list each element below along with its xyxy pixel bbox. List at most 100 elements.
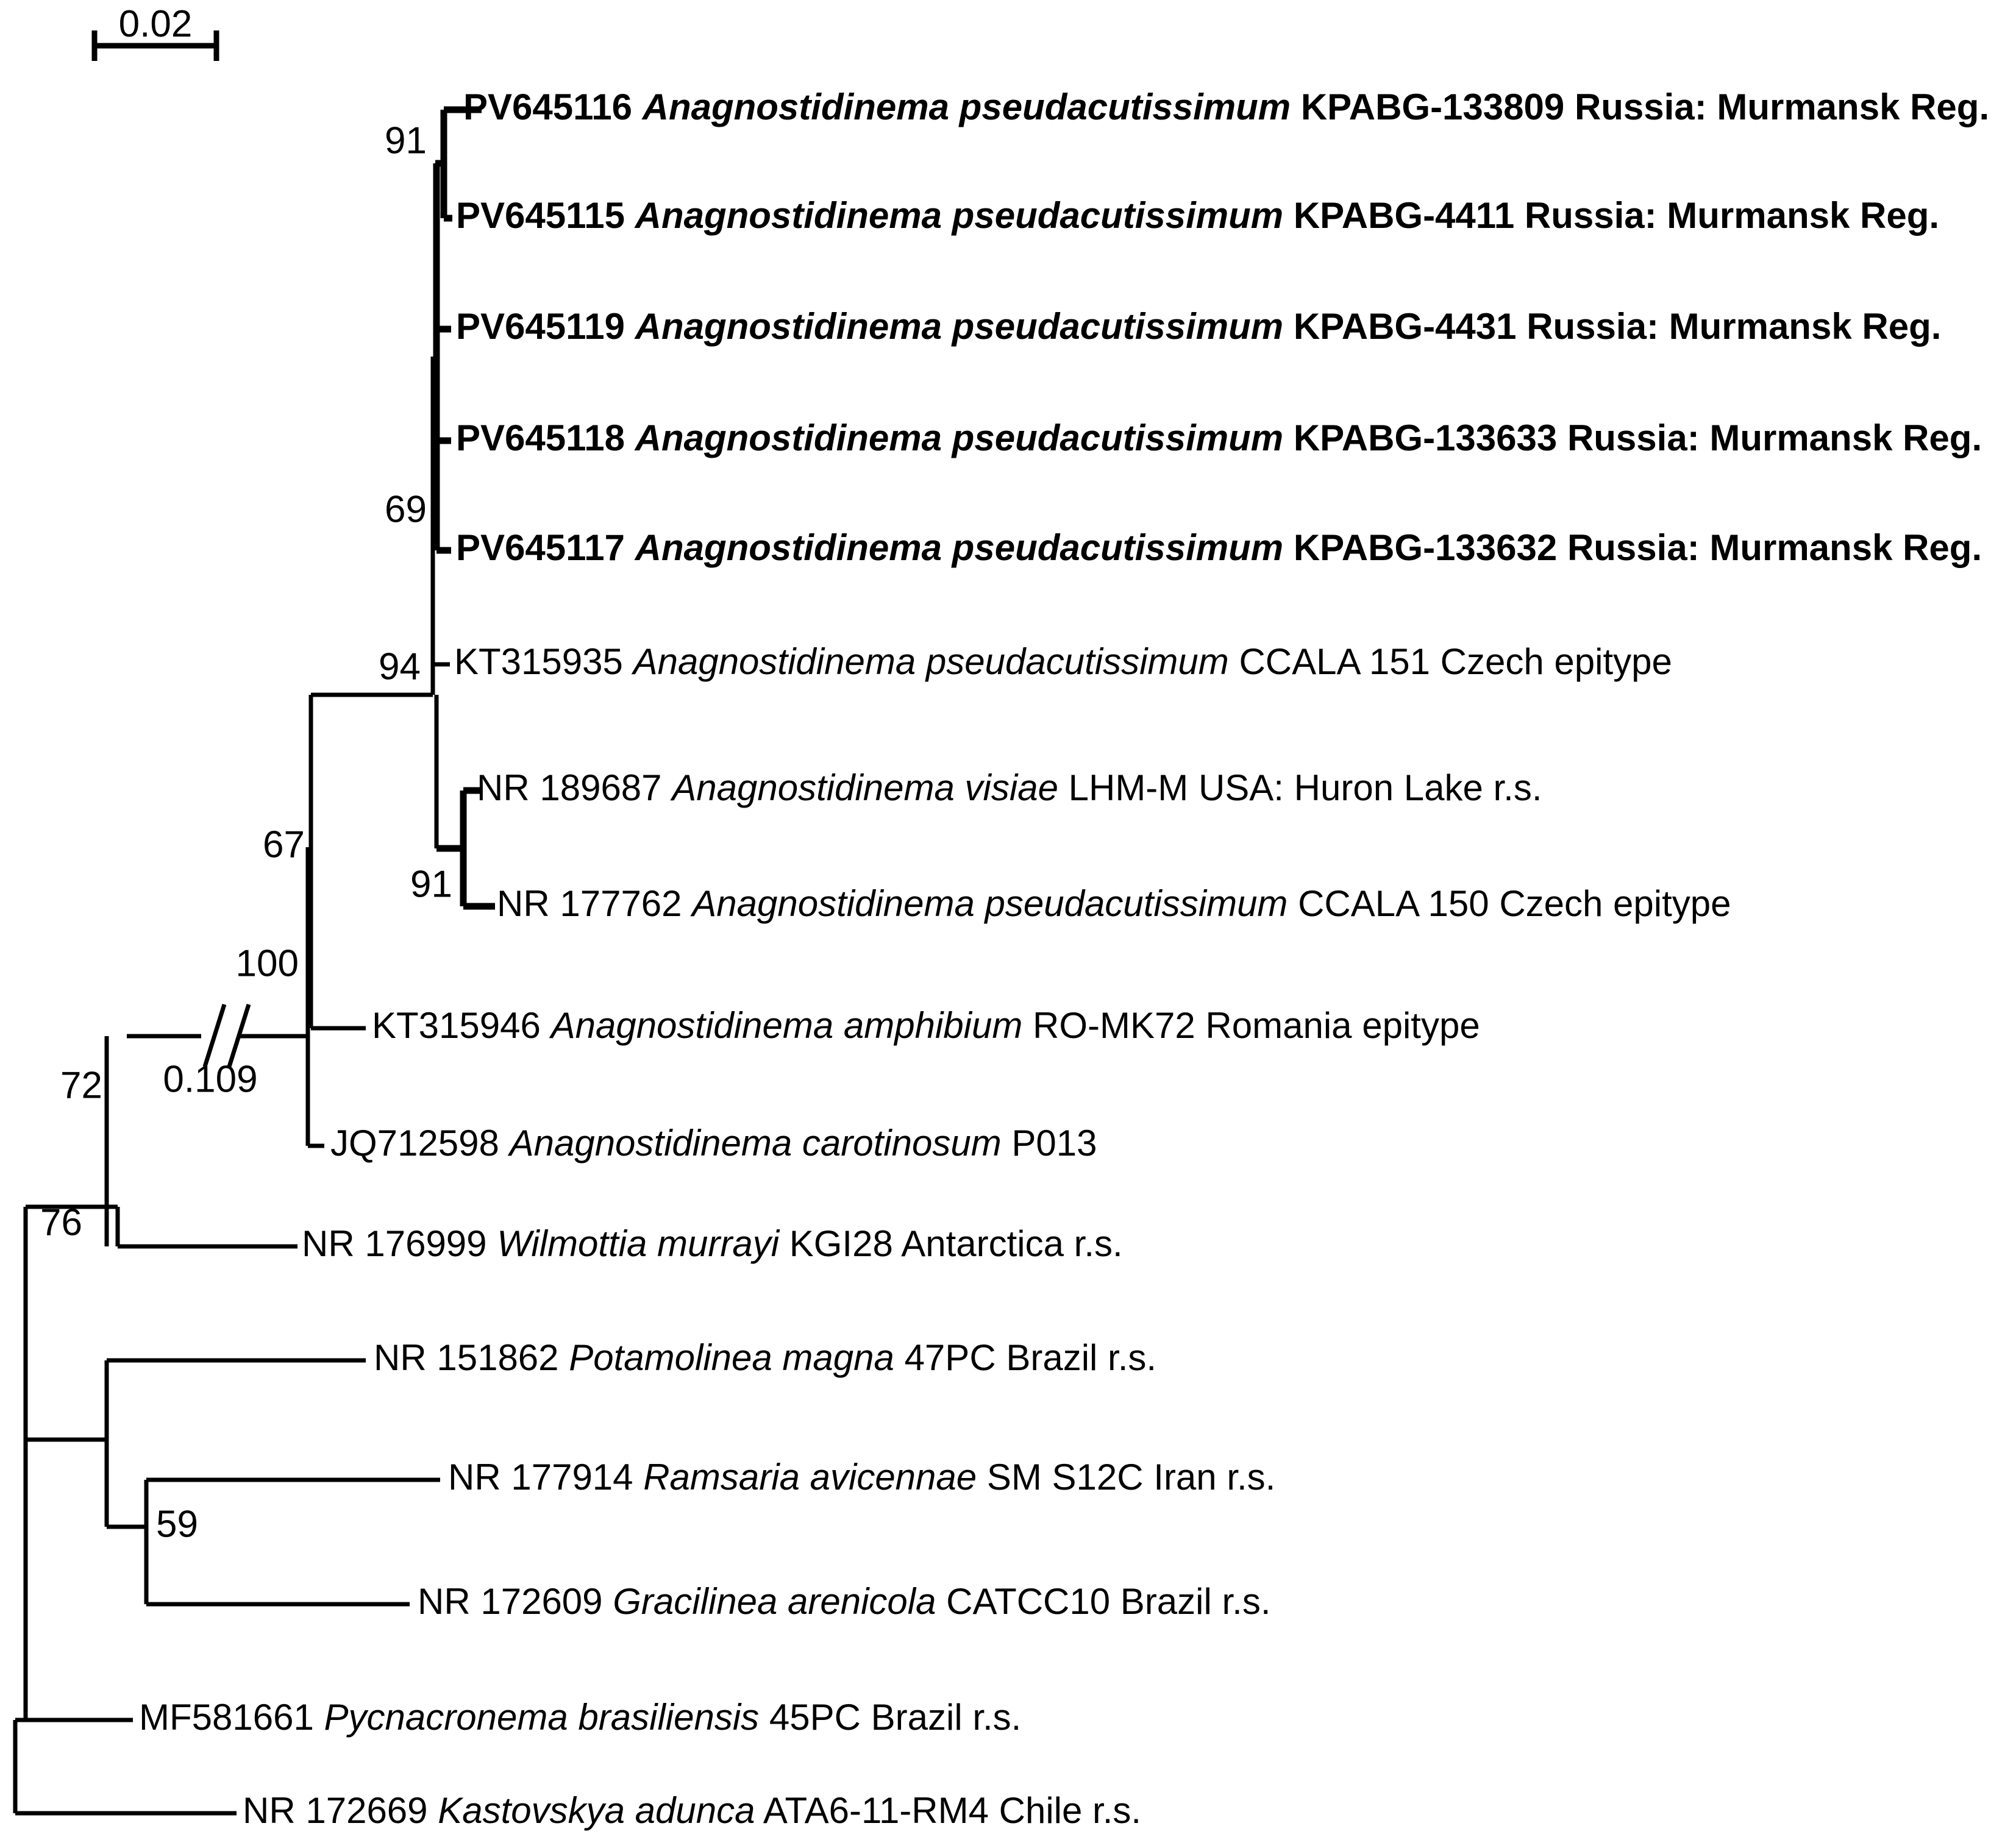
taxon-label-NR151862: NR 151862 Potamolinea magna 47PC Brazil … bbox=[374, 1337, 1156, 1378]
taxon-species: Anagnostidinema carotinosum bbox=[508, 1123, 1002, 1164]
taxon-origin: Chile r.s. bbox=[999, 1790, 1141, 1831]
support-value-91-upper: 91 bbox=[385, 119, 427, 162]
taxon-accession: NR 172609 bbox=[418, 1581, 603, 1622]
taxon-origin: USA: Huron Lake r.s. bbox=[1199, 767, 1542, 808]
taxon-species: Potamolinea magna bbox=[569, 1337, 894, 1378]
taxon-label-JQ712598: JQ712598 Anagnostidinema carotinosum P01… bbox=[330, 1123, 1097, 1164]
taxon-label-KT315935: KT315935 Anagnostidinema pseudacutissimu… bbox=[454, 641, 1672, 682]
support-value-72: 72 bbox=[60, 1064, 102, 1106]
taxon-origin: Czech epitype bbox=[1499, 883, 1731, 924]
taxon-accession: PV645117 bbox=[456, 527, 625, 568]
branch-length-0-109: 0.109 bbox=[163, 1058, 257, 1100]
support-value-59: 59 bbox=[156, 1503, 198, 1545]
taxon-origin: Brazil r.s. bbox=[1006, 1337, 1156, 1378]
support-value-94: 94 bbox=[379, 645, 421, 688]
taxon-origin: Czech epitype bbox=[1441, 641, 1672, 682]
taxon-strain: KPABG-133809 bbox=[1301, 87, 1564, 127]
taxon-origin: Brazil r.s. bbox=[1120, 1581, 1271, 1622]
taxon-species: Anagnostidinema pseudacutissimum bbox=[634, 306, 1284, 347]
taxon-accession: PV645118 bbox=[456, 418, 625, 458]
taxon-origin: Romania epitype bbox=[1205, 1005, 1480, 1046]
taxon-strain: KPABG-4411 bbox=[1294, 195, 1514, 236]
taxon-strain: KPABG-4431 bbox=[1294, 306, 1517, 347]
taxon-accession: PV645116 bbox=[463, 87, 632, 127]
taxon-species: Anagnostidinema visiae bbox=[670, 767, 1058, 808]
taxon-label-PV645116: PV645116 Anagnostidinema pseudacutissimu… bbox=[463, 87, 1989, 127]
taxon-species: Anagnostidinema pseudacutissimum bbox=[634, 418, 1284, 458]
taxon-strain: LHM-M bbox=[1069, 767, 1189, 808]
taxon-strain: CCALA 150 bbox=[1298, 883, 1489, 924]
tree-branches bbox=[13, 106, 495, 1816]
taxon-origin: Russia: Murmansk Reg. bbox=[1575, 87, 1989, 127]
taxon-accession: JQ712598 bbox=[330, 1123, 499, 1164]
taxon-accession: NR 189687 bbox=[477, 767, 662, 808]
support-value-76: 76 bbox=[40, 1201, 82, 1243]
support-value-69: 69 bbox=[385, 488, 427, 530]
taxon-label-NR172609: NR 172609 Gracilinea arenicola CATCC10 B… bbox=[418, 1581, 1271, 1622]
taxon-accession: KT315946 bbox=[372, 1005, 541, 1046]
taxon-accession: KT315935 bbox=[454, 641, 623, 682]
scale-bar-line bbox=[91, 30, 219, 61]
taxon-species: Anagnostidinema pseudacutissimum bbox=[634, 195, 1284, 236]
taxon-species: Gracilinea arenicola bbox=[613, 1581, 936, 1622]
taxon-species: Kastovskya adunca bbox=[438, 1790, 755, 1831]
taxon-strain: CATCC10 bbox=[946, 1581, 1110, 1622]
taxon-origin: Iran r.s. bbox=[1153, 1457, 1275, 1498]
taxon-label-group: PV645116 Anagnostidinema pseudacutissimu… bbox=[139, 87, 1989, 1831]
support-value-100: 100 bbox=[236, 942, 299, 984]
scale-bar-label: 0.02 bbox=[119, 3, 193, 45]
taxon-label-NR177762: NR 177762 Anagnostidinema pseudacutissim… bbox=[497, 883, 1731, 924]
break-slash-1 bbox=[202, 1003, 227, 1068]
taxon-strain: RO-MK72 bbox=[1033, 1005, 1195, 1046]
taxon-accession: NR 177762 bbox=[497, 883, 682, 924]
taxon-species: Anagnostidinema pseudacutissimum bbox=[634, 527, 1284, 568]
taxon-strain: SM S12C bbox=[987, 1457, 1144, 1498]
taxon-species: Anagnostidinema pseudacutissimum bbox=[690, 883, 1288, 924]
taxon-label-NR177914: NR 177914 Ramsaria avicennae SM S12C Ira… bbox=[448, 1457, 1275, 1498]
taxon-accession: NR 151862 bbox=[374, 1337, 559, 1378]
branch-length-group: 0.109 bbox=[163, 1058, 257, 1100]
taxon-species: Ramsaria avicennae bbox=[643, 1457, 977, 1498]
taxon-origin: Russia: Murmansk Reg. bbox=[1526, 306, 1941, 347]
taxon-label-PV645118: PV645118 Anagnostidinema pseudacutissimu… bbox=[456, 418, 1982, 458]
taxon-label-PV645119: PV645119 Anagnostidinema pseudacutissimu… bbox=[456, 306, 1941, 347]
break-slash-2 bbox=[227, 1003, 251, 1068]
taxon-strain: 47PC bbox=[905, 1337, 996, 1378]
taxon-origin: Russia: Murmansk Reg. bbox=[1567, 527, 1982, 568]
taxon-species: Anagnostidinema pseudacutissimum bbox=[632, 641, 1229, 682]
taxon-strain: KPABG-133633 bbox=[1294, 418, 1557, 458]
support-value-group: 91 69 94 67 91 100 72 76 59 bbox=[40, 119, 452, 1545]
taxon-species: Anagnostidinema amphibium bbox=[549, 1005, 1023, 1046]
taxon-strain: 45PC bbox=[769, 1697, 861, 1738]
taxon-origin: Russia: Murmansk Reg. bbox=[1567, 418, 1982, 458]
taxon-accession: MF581661 bbox=[139, 1697, 314, 1738]
taxon-label-MF581661: MF581661 Pycnacronema brasiliensis 45PC … bbox=[139, 1697, 1021, 1738]
taxon-label-PV645115: PV645115 Anagnostidinema pseudacutissimu… bbox=[456, 195, 1939, 236]
taxon-origin: Russia: Murmansk Reg. bbox=[1525, 195, 1939, 236]
taxon-origin: Antarctica r.s. bbox=[901, 1223, 1122, 1264]
taxon-label-NR189687: NR 189687 Anagnostidinema visiae LHM-M U… bbox=[477, 767, 1542, 808]
branch-break-mark bbox=[202, 1003, 251, 1068]
taxon-accession: PV645115 bbox=[456, 195, 625, 236]
taxon-origin: Brazil r.s. bbox=[871, 1697, 1022, 1738]
taxon-accession: NR 172669 bbox=[243, 1790, 428, 1831]
taxon-label-KT315946: KT315946 Anagnostidinema amphibium RO-MK… bbox=[372, 1005, 1480, 1046]
taxon-strain: ATA6-11-RM4 bbox=[763, 1790, 989, 1831]
taxon-strain: KGI28 bbox=[789, 1223, 893, 1264]
taxon-accession: NR 176999 bbox=[302, 1223, 487, 1264]
taxon-accession: NR 177914 bbox=[448, 1457, 633, 1498]
support-value-91-lower: 91 bbox=[410, 863, 452, 905]
taxon-accession: PV645119 bbox=[456, 306, 625, 347]
taxon-strain: P013 bbox=[1011, 1123, 1097, 1164]
taxon-label-NR176999: NR 176999 Wilmottia murrayi KGI28 Antarc… bbox=[302, 1223, 1123, 1264]
taxon-label-PV645117: PV645117 Anagnostidinema pseudacutissimu… bbox=[456, 527, 1982, 568]
scale-bar: 0.02 bbox=[91, 3, 219, 61]
taxon-label-NR172669: NR 172669 Kastovskya adunca ATA6-11-RM4 … bbox=[243, 1790, 1141, 1831]
taxon-species: Pycnacronema brasiliensis bbox=[324, 1697, 760, 1738]
support-value-67: 67 bbox=[263, 823, 305, 865]
taxon-strain: KPABG-133632 bbox=[1294, 527, 1557, 568]
taxon-strain: CCALA 151 bbox=[1239, 641, 1430, 682]
taxon-species: Wilmottia murrayi bbox=[497, 1223, 780, 1264]
